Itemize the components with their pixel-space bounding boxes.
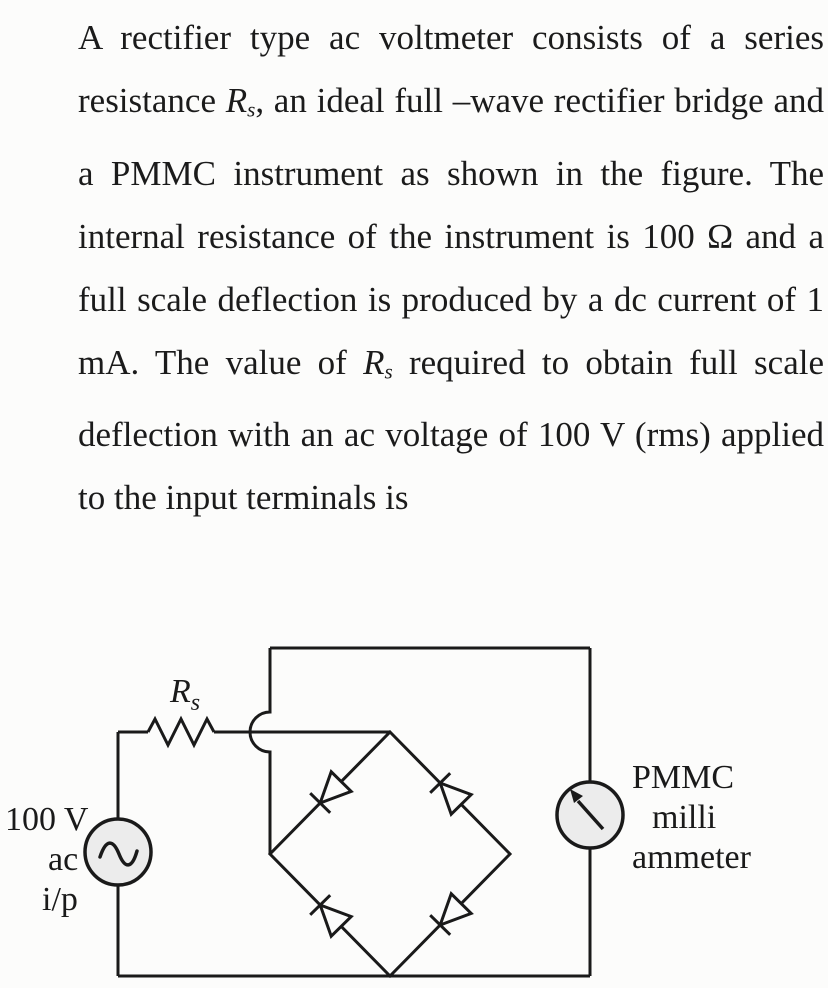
ac-source-icon bbox=[83, 817, 153, 887]
bridge-diamond bbox=[267, 729, 513, 979]
resistor-label-base: R bbox=[169, 673, 191, 710]
resistor-label: Rs bbox=[169, 673, 200, 716]
meter-label-pmmc: PMMC bbox=[632, 759, 734, 796]
bridge-diodes bbox=[309, 769, 474, 939]
rs-subscript-2: s bbox=[384, 359, 393, 384]
sine-wave-icon bbox=[98, 841, 139, 867]
source-label-voltage: 100 V bbox=[5, 801, 89, 838]
question-text-part-1: A rectifier type ac voltmeter consists o… bbox=[78, 18, 824, 120]
rs-subscript: s bbox=[247, 97, 256, 122]
resistor-label-sub: s bbox=[191, 690, 200, 716]
diode-bottom-right-icon bbox=[429, 891, 474, 936]
source-label-ac: ac bbox=[48, 841, 78, 878]
circuit-diagram: Rs 100 V ac i/p PMMC milli ammeter bbox=[5, 646, 752, 979]
meter-label-ammeter: ammeter bbox=[632, 839, 752, 876]
question-text: A rectifier type ac voltmeter consists o… bbox=[78, 6, 824, 529]
rs-symbol: R bbox=[225, 81, 248, 120]
circuit-wires bbox=[116, 646, 592, 979]
meter-needle-arrowhead bbox=[570, 789, 583, 803]
source-label-ip: i/p bbox=[42, 881, 78, 918]
wire-crossover-hop-icon bbox=[248, 648, 272, 854]
question-text-part-3: required to obtain full scale deflection… bbox=[78, 342, 824, 518]
resistor-icon bbox=[146, 715, 216, 749]
diode-bottom-left-icon bbox=[309, 894, 354, 939]
diode-top-left-icon bbox=[309, 769, 354, 814]
rs-symbol-2: R bbox=[363, 342, 385, 382]
pmmc-meter-icon bbox=[555, 780, 625, 850]
question-text-part-2: , an ideal full –wave rectifier bridge a… bbox=[78, 81, 824, 382]
meter-needle-icon bbox=[576, 799, 605, 831]
diode-top-right-icon bbox=[429, 772, 474, 817]
meter-label-milli: milli bbox=[652, 799, 716, 836]
